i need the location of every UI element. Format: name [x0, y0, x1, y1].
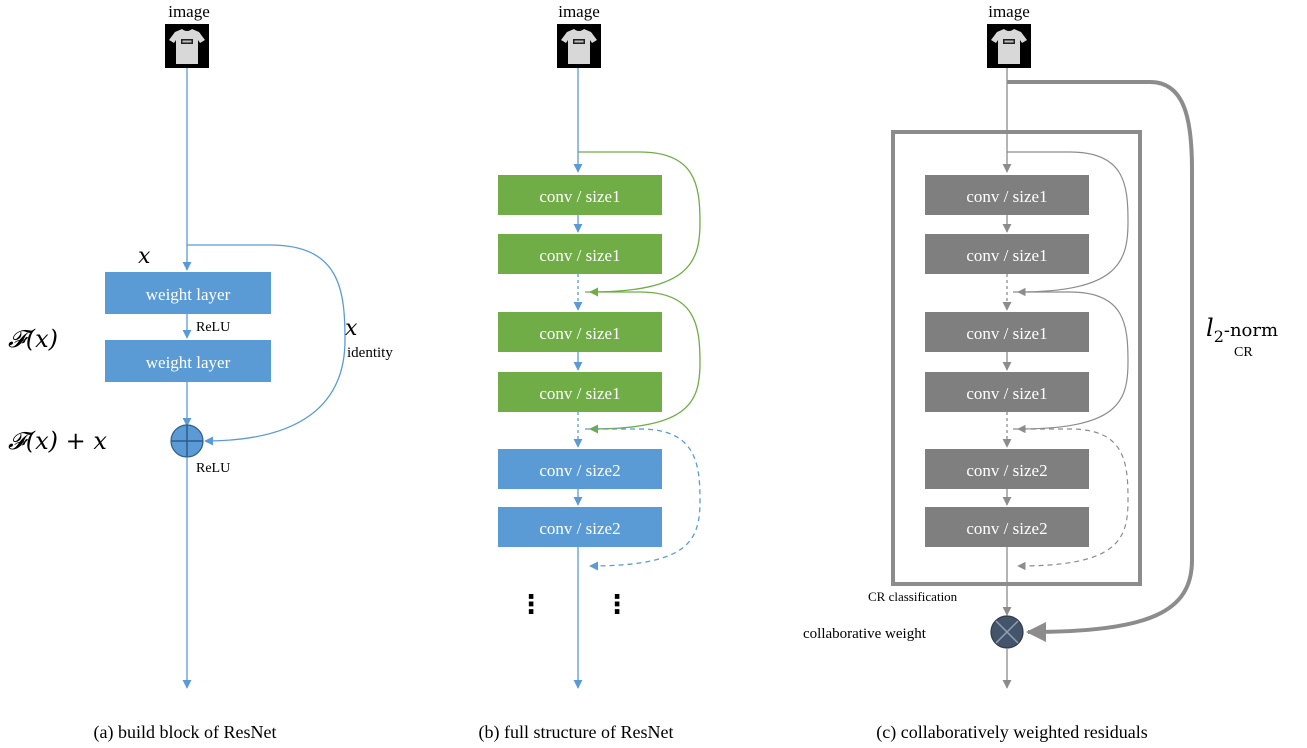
block-c-3-label: conv / size1	[966, 324, 1047, 343]
caption-a: (a) build block of ResNet	[94, 722, 277, 743]
relu-mid-label: ReLU	[196, 320, 230, 335]
norm-suffix: -norm	[1224, 320, 1278, 341]
image-label-b: image	[558, 2, 600, 21]
skip-green-1	[578, 151, 701, 297]
image-label-a: image	[168, 2, 210, 21]
weight-node-x2	[995, 620, 1019, 644]
input-image-a	[165, 24, 209, 68]
block-b-5	[498, 449, 662, 489]
weight-layer-2-label: weight layer	[146, 353, 231, 372]
block-b-6	[498, 507, 662, 547]
panel-a: image x weight layer ReLU 𝓕(x) weight la…	[8, 2, 393, 743]
collaborative-weight-label: collaborative weight	[803, 626, 927, 642]
weight-layer-1-label: weight layer	[146, 285, 231, 304]
relu-out-label: ReLU	[196, 461, 230, 476]
residual-frame	[891, 130, 1142, 586]
cr-classification-label: CR classification	[868, 589, 958, 604]
identity-x-label: x	[345, 316, 358, 341]
block-b-4-label: conv / size1	[539, 384, 620, 403]
skip-gray-dashed	[1013, 428, 1129, 571]
block-c-6	[925, 507, 1089, 547]
x-label: x	[138, 244, 151, 269]
identity-shortcut-a	[187, 244, 346, 446]
input-image-c	[987, 24, 1031, 68]
weight-layer-1	[105, 272, 271, 314]
norm-cr-label: CR	[1234, 345, 1253, 360]
skip-gray-2	[1013, 291, 1129, 434]
panel-c: image conv / size1 conv / size1 conv / s…	[803, 2, 1278, 743]
block-b-2-label: conv / size1	[539, 246, 620, 265]
norm-l-label: l2-norm	[1206, 314, 1278, 346]
l2-norm-bypass	[1007, 80, 1194, 642]
block-c-5-label: conv / size2	[966, 461, 1047, 480]
panel-b: image conv / size1 conv / size1 conv / s…	[479, 2, 701, 743]
ellipsis-b-right: ⋮	[604, 590, 630, 620]
skip-gray-1	[1007, 151, 1129, 297]
norm-l: l	[1206, 314, 1214, 342]
block-c-5	[925, 449, 1089, 489]
block-b-3	[498, 312, 662, 352]
input-image-b	[557, 24, 601, 68]
block-c-1-label: conv / size1	[966, 187, 1047, 206]
block-c-6-label: conv / size2	[966, 519, 1047, 538]
block-b-1	[498, 175, 662, 215]
block-c-4-label: conv / size1	[966, 384, 1047, 403]
block-b-5-label: conv / size2	[539, 461, 620, 480]
norm-sub: 2	[1214, 327, 1224, 346]
block-c-2-label: conv / size1	[966, 246, 1047, 265]
block-b-2	[498, 234, 662, 274]
block-b-1-label: conv / size1	[539, 187, 620, 206]
block-c-1	[925, 175, 1089, 215]
block-b-3-label: conv / size1	[539, 324, 620, 343]
skip-blue-dashed	[585, 428, 701, 571]
ellipsis-b-left: ⋮	[518, 590, 544, 620]
block-c-2	[925, 234, 1089, 274]
sum-label: 𝓕(x) + x	[8, 427, 107, 455]
caption-c: (c) collaboratively weighted residuals	[876, 722, 1147, 743]
f-label: 𝓕(x)	[8, 325, 58, 353]
block-c-3	[925, 312, 1089, 352]
identity-label: identity	[347, 345, 393, 361]
weight-layer-2	[105, 340, 271, 382]
block-c-4	[925, 372, 1089, 412]
skip-green-2	[585, 291, 701, 434]
image-label-c: image	[988, 2, 1030, 21]
block-b-6-label: conv / size2	[539, 519, 620, 538]
caption-b: (b) full structure of ResNet	[479, 722, 674, 743]
block-b-4	[498, 372, 662, 412]
